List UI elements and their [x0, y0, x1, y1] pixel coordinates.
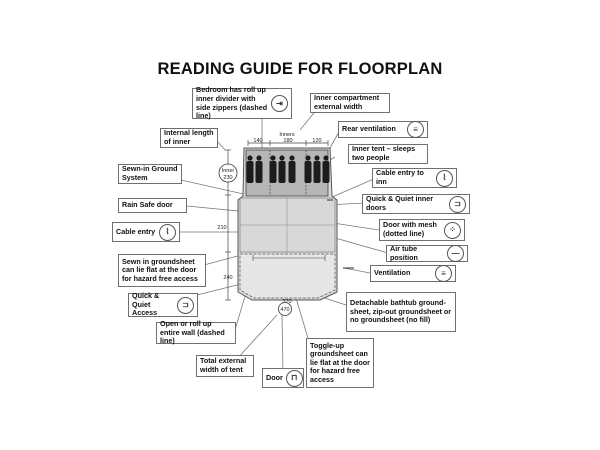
callout-door: Door ⊓ — [262, 368, 304, 388]
length-210: 210 — [217, 225, 226, 231]
total-470: 470 — [280, 307, 289, 313]
quick-quiet-access-icon: ⊐ — [177, 296, 194, 314]
width-370: 370 — [282, 299, 291, 305]
sleeper-body — [246, 161, 254, 183]
callout-cable-entry: Cable entry ⌇ — [112, 222, 180, 242]
callout-rain-safe: Rain Safe door — [118, 198, 187, 213]
callout-door-mesh: Door with mesh (dotted line) ⁘ — [379, 219, 465, 241]
sleeper-head — [247, 155, 253, 161]
inner-width-120: 120 — [312, 138, 321, 144]
inner-length-circle — [218, 163, 238, 183]
callout-inner-tent: Inner tent – sleeps two people — [348, 144, 428, 164]
door-icon: ⊓ — [285, 369, 303, 387]
sleeper-head — [279, 155, 285, 161]
inner-width-140: 140 — [253, 138, 262, 144]
callout-cable-inn: Cable entry to inn ⌇ — [372, 168, 457, 188]
ventilation-icon-2: ≡ — [435, 265, 452, 282]
inners-label: Inners — [279, 132, 295, 138]
callout-bedroom: Bedroom has roll up inner divider with s… — [192, 85, 292, 120]
sleepers — [246, 155, 330, 183]
mesh-door-icon: ⁘ — [444, 221, 461, 239]
callout-sewn-ground: Sewn-in Ground System — [118, 164, 182, 184]
callout-quick-quiet-inner: Quick & Quiet inner doors ⊐ — [362, 194, 470, 214]
inner-length-label: Inner — [222, 168, 235, 174]
callout-rear-ventilation: Rear ventilation ≡ — [338, 121, 428, 138]
inner-width-dimension — [247, 140, 329, 146]
quick-quiet-icon: ⊐ — [449, 195, 466, 213]
inner-width-180: 180 — [283, 138, 292, 144]
zipper-icon: ⇥ — [271, 95, 288, 112]
sleeper-head — [256, 155, 262, 161]
callout-bathtub: Detachable bathtub ground-sheet, zip-out… — [346, 292, 456, 332]
callout-air-tube: Air tube position ― — [386, 244, 468, 262]
cable-entry-icon: ⌇ — [159, 223, 176, 241]
callout-toggle-up: Toggle-up groundsheet can lie flat at th… — [306, 338, 374, 388]
sleeper-body — [322, 161, 330, 183]
sleeper-body — [288, 161, 296, 183]
air-tube-icon: ― — [447, 245, 464, 262]
sleeper-head — [270, 155, 276, 161]
callout-inner-compartment: Inner compartment external width — [310, 93, 390, 113]
sleeper-body — [269, 161, 277, 183]
callout-total-width: Total external width of tent — [196, 355, 254, 377]
sleeper-body — [313, 161, 321, 183]
callout-open-roll: Open or roll up entire wall (dashed line… — [156, 319, 236, 345]
porch-area — [239, 253, 336, 299]
sleeper-head — [323, 155, 329, 161]
cable-icon: ⌇ — [436, 169, 453, 187]
sleeper-body — [255, 161, 263, 183]
callout-sewn-groundsheet: Sewn in groundsheet can lie flat at the … — [118, 254, 206, 287]
sleeper-head — [314, 155, 320, 161]
callout-ventilation: Ventilation ≡ — [370, 265, 456, 282]
sleeper-body — [278, 161, 286, 183]
sleeper-head — [305, 155, 311, 161]
callout-internal-length: Internal length of inner — [160, 128, 218, 148]
inner-length-value: 230 — [223, 175, 232, 181]
callout-quick-quiet-access: Quick & Quiet Access ⊐ — [128, 291, 198, 317]
sleeper-body — [304, 161, 312, 183]
width-370-dimension — [252, 255, 326, 261]
page-title: READING GUIDE FOR FLOORPLAN — [157, 60, 443, 78]
ventilation-icon: ≡ — [407, 121, 424, 138]
sleeper-head — [289, 155, 295, 161]
length-240: 240 — [223, 275, 232, 281]
total-width-circle — [278, 302, 292, 316]
